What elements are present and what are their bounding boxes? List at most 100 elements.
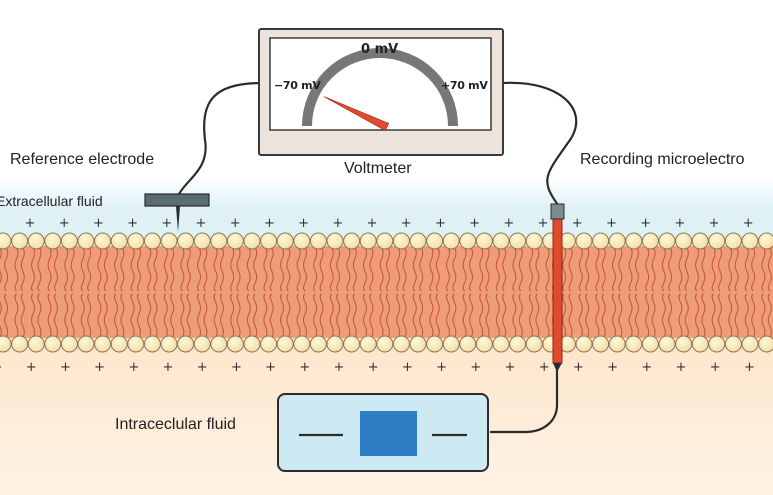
charge-plus: + — [332, 216, 343, 231]
charge-plus: + — [127, 216, 138, 231]
lipid-tail — [684, 246, 689, 292]
lipid-tail — [734, 246, 739, 292]
lipid-tail — [253, 293, 258, 339]
lipid-head — [658, 232, 676, 250]
lipid-tail — [269, 246, 274, 292]
lipid-tail — [485, 293, 490, 339]
lipid-head — [641, 335, 659, 353]
lipid-head — [343, 335, 361, 353]
charge-plus: + — [402, 360, 413, 375]
lipid-tail — [147, 293, 152, 339]
lipid-tail — [701, 246, 706, 292]
lipid-tail — [279, 293, 285, 339]
scale-label-center: 0 mV — [361, 42, 399, 57]
lipid-tail — [601, 293, 606, 339]
lipid-head — [77, 335, 95, 353]
lipid-head — [525, 232, 543, 250]
lipid-tail — [545, 246, 550, 292]
lipid-tail — [30, 293, 36, 339]
lipid-tail — [601, 246, 606, 292]
lipid-tail — [479, 246, 484, 292]
lipid-tail — [170, 293, 175, 339]
lipid-head — [94, 232, 112, 250]
lipid-head — [260, 335, 278, 353]
lipid-tail — [618, 246, 623, 292]
lipid-head — [11, 335, 29, 353]
lipid-head — [326, 335, 344, 353]
lipid-tail — [302, 246, 308, 292]
lipid-tail — [445, 246, 451, 292]
lipid-head — [608, 232, 626, 250]
lipid-tail — [767, 246, 772, 292]
lipid-head — [160, 335, 178, 353]
lipid-tail — [163, 293, 168, 339]
charge-plus: + — [299, 360, 310, 375]
lipid-tail — [319, 293, 324, 339]
lipid-tail — [70, 246, 75, 292]
lipid-tail — [761, 293, 766, 339]
lipid-head — [11, 232, 29, 250]
lipid-tail — [219, 246, 225, 292]
lipid-tail — [585, 293, 590, 339]
lipid-tail — [186, 293, 191, 339]
lipid-head — [260, 232, 278, 250]
charge-plus: + — [368, 360, 379, 375]
lipid-tail — [97, 293, 102, 339]
lipid-tail — [495, 293, 500, 339]
lipid-head — [426, 232, 444, 250]
lipid-tail — [329, 246, 334, 292]
lipid-tail — [562, 246, 567, 292]
lipid-tail — [130, 246, 135, 292]
lipid-tail — [269, 293, 274, 339]
lipid-tail — [336, 293, 341, 339]
lipid-tail — [87, 293, 92, 339]
charge-plus: + — [401, 216, 412, 231]
voltmeter-needle — [323, 96, 390, 132]
lipid-tails — [0, 246, 772, 339]
lipid-tail — [87, 246, 92, 292]
charge-plus: + — [710, 360, 721, 375]
reference-electrode-label: Reference electrode — [10, 151, 155, 168]
lipid-tail — [313, 246, 318, 292]
lipid-tail — [611, 293, 617, 339]
lipid-head — [326, 232, 344, 250]
lipid-head — [193, 335, 211, 353]
lipid-head — [409, 335, 427, 353]
charge-plus: + — [676, 360, 687, 375]
lipid-tail — [313, 293, 318, 339]
charge-plus: + — [93, 216, 104, 231]
lipid-tail — [80, 293, 85, 339]
charge-plus: + — [334, 360, 345, 375]
lipid-tail — [678, 293, 683, 339]
lipid-tail — [379, 246, 384, 292]
lipid-head — [475, 335, 493, 353]
lipid-tail — [286, 293, 291, 339]
lipid-head — [177, 232, 195, 250]
lipid-head — [376, 335, 394, 353]
charge-plus: + — [163, 360, 174, 375]
lipid-head — [741, 335, 759, 353]
charge-plus: + — [265, 360, 276, 375]
lipid-tail — [346, 246, 351, 292]
lipid-tail — [20, 246, 25, 292]
charge-plus: + — [94, 360, 105, 375]
lipid-tail — [253, 246, 258, 292]
lipid-head — [509, 335, 527, 353]
lipid-head — [60, 335, 78, 353]
lipid-tail — [113, 293, 119, 339]
charge-plus: + — [59, 216, 70, 231]
lipid-tail — [412, 246, 417, 292]
lipid-tail — [103, 246, 108, 292]
charge-plus: + — [25, 216, 36, 231]
lipid-tail — [180, 246, 185, 292]
lipid-tail — [751, 246, 756, 292]
reference-electrode-tip — [176, 206, 180, 232]
charge-plus: + — [674, 216, 685, 231]
charge-plus: + — [197, 360, 208, 375]
lipid-head — [359, 335, 377, 353]
lipid-tail — [0, 246, 2, 291]
lipid-tail — [578, 293, 583, 339]
lipid-tail — [296, 293, 301, 339]
lipid-tail — [761, 246, 766, 292]
